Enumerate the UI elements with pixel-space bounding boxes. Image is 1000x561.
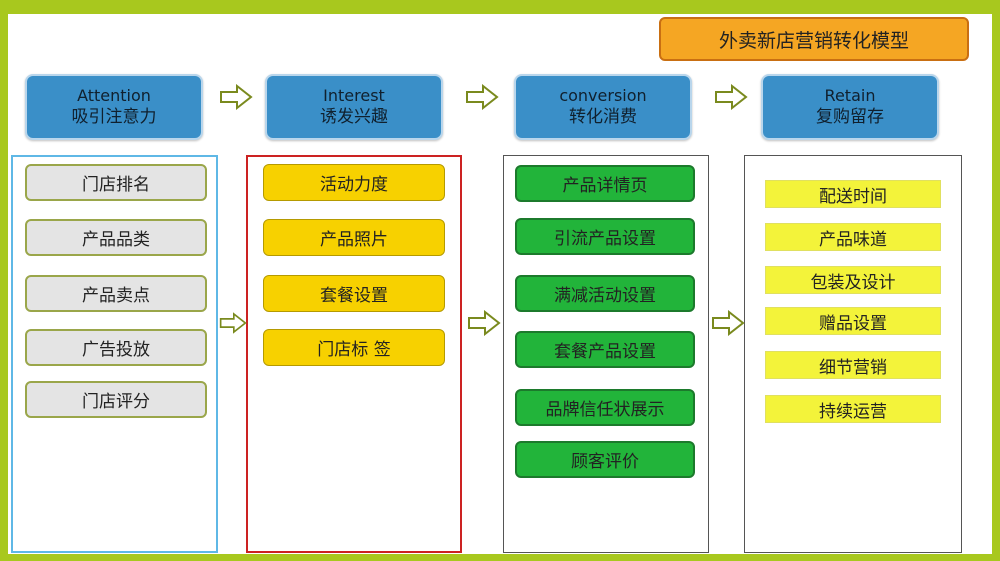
stage-attention: Attention 吸引注意力	[25, 74, 203, 140]
stage-conversion-cn: 转化消费	[569, 107, 637, 127]
diagram-title: 外卖新店营销转化模型	[659, 17, 969, 61]
stage-attention-cn: 吸引注意力	[71, 107, 157, 127]
stage-conversion-en: conversion	[559, 86, 647, 105]
retain-item: 持续运营	[765, 395, 941, 423]
stage-retain-cn: 复购留存	[816, 107, 884, 127]
interest-item: 套餐设置	[263, 275, 445, 312]
conversion-item: 顾客评价	[515, 441, 695, 478]
stage-interest: Interest 诱发兴趣	[265, 74, 443, 140]
retain-item: 细节营销	[765, 351, 941, 379]
interest-item: 门店标 签	[263, 329, 445, 366]
attention-panel: 门店排名 产品品类 产品卖点 广告投放 门店评分	[11, 155, 218, 553]
stage-interest-en: Interest	[323, 86, 385, 105]
conversion-item: 套餐产品设置	[515, 331, 695, 368]
conversion-item: 品牌信任状展示	[515, 389, 695, 426]
stage-attention-en: Attention	[77, 86, 151, 105]
retain-item: 包装及设计	[765, 266, 941, 294]
attention-item: 产品品类	[25, 219, 207, 256]
stage-retain: Retain 复购留存	[761, 74, 939, 140]
retain-item: 产品味道	[765, 223, 941, 251]
interest-panel: 活动力度 产品照片 套餐设置 门店标 签	[246, 155, 462, 553]
attention-item: 门店排名	[25, 164, 207, 201]
retain-panel: 配送时间 产品味道 包装及设计 赠品设置 细节营销 持续运营	[744, 155, 962, 553]
retain-item: 赠品设置	[765, 307, 941, 335]
conversion-panel: 产品详情页 引流产品设置 满减活动设置 套餐产品设置 品牌信任状展示 顾客评价	[503, 155, 709, 553]
attention-item: 广告投放	[25, 329, 207, 366]
arrow-right-icon	[219, 312, 247, 334]
stage-interest-cn: 诱发兴趣	[320, 107, 388, 127]
interest-item: 产品照片	[263, 219, 445, 256]
arrow-right-icon	[715, 84, 748, 110]
retain-item: 配送时间	[765, 180, 941, 208]
arrow-right-icon	[468, 310, 501, 336]
arrow-right-icon	[220, 84, 253, 110]
stage-conversion: conversion 转化消费	[514, 74, 692, 140]
attention-item: 门店评分	[25, 381, 207, 418]
slide: 外卖新店营销转化模型 Attention 吸引注意力 Interest 诱发兴趣…	[8, 14, 992, 554]
stage-retain-en: Retain	[824, 86, 876, 105]
conversion-item: 满减活动设置	[515, 275, 695, 312]
arrow-right-icon	[466, 84, 499, 110]
arrow-right-icon	[712, 310, 745, 336]
conversion-item: 引流产品设置	[515, 218, 695, 255]
conversion-item: 产品详情页	[515, 165, 695, 202]
interest-item: 活动力度	[263, 164, 445, 201]
attention-item: 产品卖点	[25, 275, 207, 312]
